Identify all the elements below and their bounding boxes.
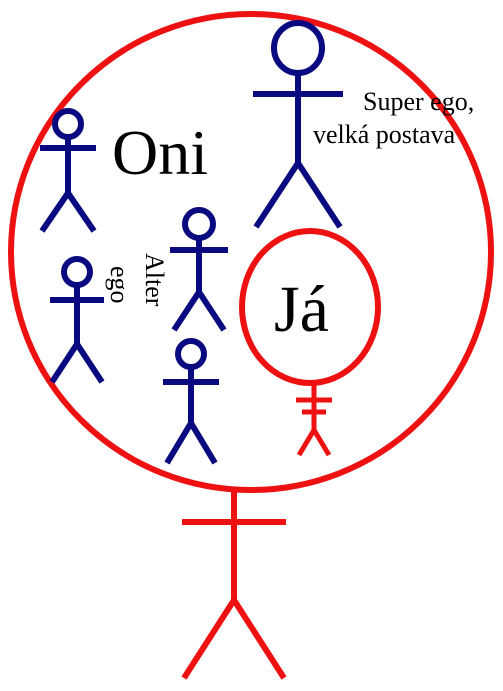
- outer-circle: [8, 11, 494, 493]
- ego-figure: [49, 256, 105, 384]
- self-circle: [239, 228, 381, 386]
- super-ego-figure: [253, 20, 343, 229]
- small-red-figure: [296, 383, 332, 457]
- big-red-figure: [181, 490, 287, 680]
- oni-figure: [39, 108, 97, 233]
- oni-label: Oni: [112, 117, 208, 188]
- alter-figure: [170, 207, 228, 332]
- ego-label: ego: [105, 266, 134, 304]
- lower-blue-figure: [163, 338, 219, 465]
- super-ego-label-line2: velká postava: [313, 120, 456, 149]
- alter-label: Alter: [140, 253, 169, 307]
- super-ego-label-line1: Super ego,: [363, 87, 474, 116]
- ja-label: Já: [274, 273, 329, 346]
